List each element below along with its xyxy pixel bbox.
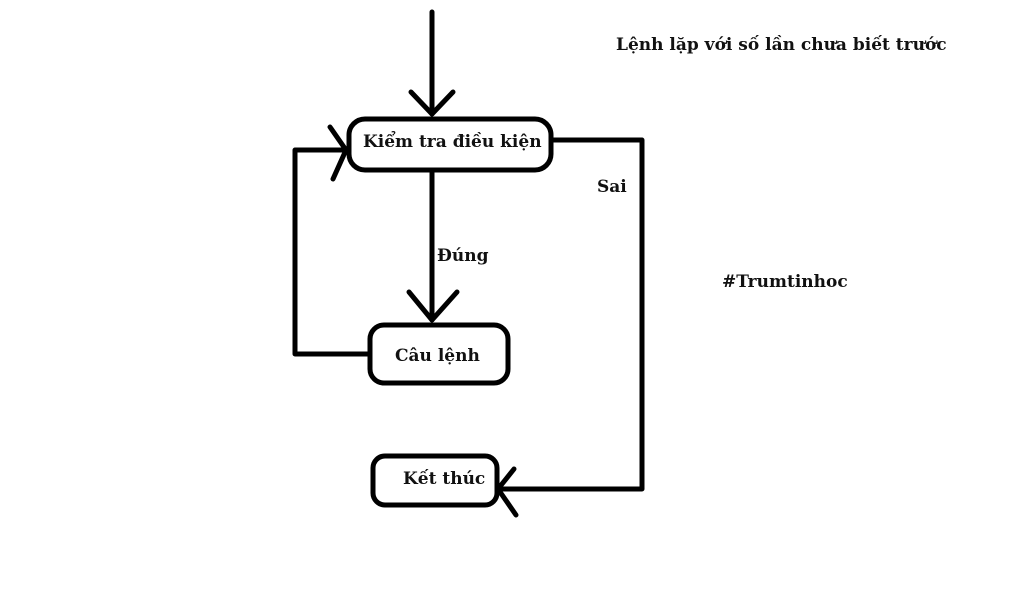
edge-false-label: Sai bbox=[597, 177, 627, 197]
edge-false-line bbox=[495, 137, 645, 492]
node-check-box bbox=[346, 116, 554, 173]
edge-loop-back-arrowhead bbox=[327, 124, 349, 182]
edge-false-arrowhead bbox=[495, 466, 519, 518]
edge-true-arrowhead bbox=[406, 289, 460, 323]
hashtag-watermark: #Trumtinhoc bbox=[722, 272, 848, 292]
edge-true-label: Đúng bbox=[437, 246, 489, 266]
node-check-label: Kiểm tra điều kiện bbox=[363, 132, 542, 152]
node-end-box bbox=[370, 453, 500, 508]
node-statement-label: Câu lệnh bbox=[395, 346, 480, 366]
entry-arrow-head bbox=[408, 89, 456, 117]
diagram-title: Lệnh lặp với số lần chưa biết trước bbox=[616, 35, 947, 55]
node-end-label: Kết thúc bbox=[403, 469, 486, 489]
edge-loop-back-line bbox=[292, 147, 373, 357]
